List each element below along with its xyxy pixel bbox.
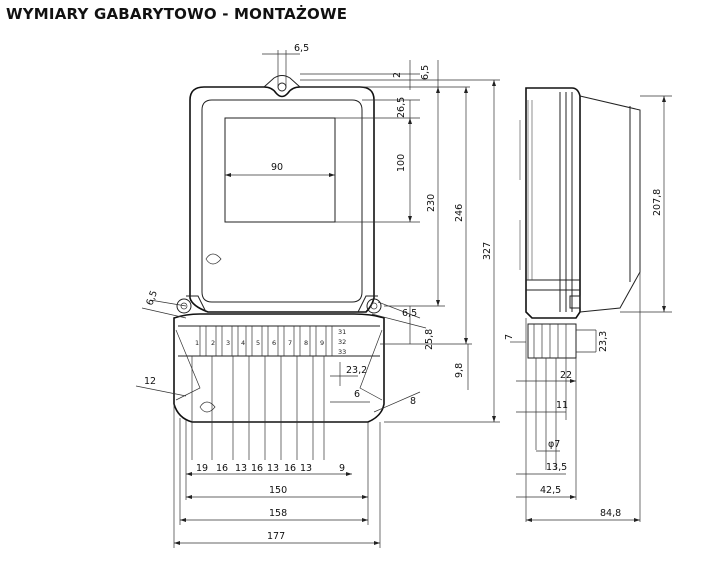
dim-lug-left: 6,5: [144, 289, 160, 307]
dim-side-848: 84,8: [600, 508, 621, 519]
dim-seg-3: 13: [235, 463, 247, 474]
svg-text:31: 31: [338, 328, 346, 336]
dim-seg-8: 9: [339, 463, 345, 474]
dim-8: 8: [410, 396, 416, 407]
svg-text:5: 5: [256, 339, 260, 347]
dim-177: 177: [267, 531, 285, 542]
dim-seg-7: 13: [300, 463, 312, 474]
dim-window-top: 26,5: [396, 97, 407, 118]
dim-lug-right: 6,5: [402, 308, 417, 319]
dim-158: 158: [269, 508, 287, 519]
dim-232: 23,2: [346, 365, 367, 376]
dim-258: 25,8: [424, 329, 435, 350]
svg-text:4: 4: [241, 339, 245, 347]
dim-side-phi7: φ7: [548, 439, 560, 450]
drawing-title: WYMIARY GABARYTOWO - MONTAŻOWE: [6, 5, 348, 23]
dim-side-135: 13,5: [546, 462, 567, 473]
dim-side-22: 22: [560, 370, 572, 381]
dim-side-7: 7: [504, 334, 515, 340]
dim-98: 9,8: [454, 363, 465, 378]
dim-side-425: 42,5: [540, 485, 561, 496]
dim-seg-2: 16: [216, 463, 228, 474]
dim-seg-6: 16: [284, 463, 296, 474]
dim-top-width: 6,5: [294, 43, 309, 54]
dim-side-233: 23,3: [598, 331, 609, 352]
svg-text:6: 6: [272, 339, 276, 347]
dim-6: 6: [354, 389, 360, 400]
dim-overall-327: 327: [482, 242, 493, 260]
front-view: 1 2 3 4 5 6 7 8 9 31 32 33: [173, 75, 385, 548]
side-dimensions: 207,8 7 23,3 22 11 φ7 13,5 42,5 84,8: [504, 95, 672, 522]
front-dimensions: 6,5 2 6,5 26,5 100 90 230 246 327 25,8 9…: [135, 43, 500, 545]
side-view: [519, 87, 641, 522]
svg-text:9: 9: [320, 339, 324, 347]
dim-side-11: 11: [556, 400, 568, 411]
dim-top-gap: 2: [392, 72, 403, 78]
dim-side-height: 207,8: [652, 189, 663, 216]
svg-text:33: 33: [338, 348, 346, 356]
dim-r12: 12: [144, 376, 156, 387]
dim-mount-230: 230: [426, 194, 437, 212]
svg-text:2: 2: [211, 339, 215, 347]
svg-text:3: 3: [226, 339, 230, 347]
svg-text:1: 1: [195, 339, 199, 347]
dim-seg-1: 19: [196, 463, 208, 474]
svg-text:8: 8: [304, 339, 308, 347]
dim-window-height: 100: [396, 154, 407, 172]
dim-seg-4: 16: [251, 463, 263, 474]
svg-text:7: 7: [288, 339, 292, 347]
dim-top-gap-b: 6,5: [420, 65, 431, 80]
dim-window-width: 90: [271, 162, 283, 173]
dim-150: 150: [269, 485, 287, 496]
dim-seg-5: 13: [267, 463, 279, 474]
dim-mount-246: 246: [454, 204, 465, 222]
svg-text:32: 32: [338, 338, 346, 346]
